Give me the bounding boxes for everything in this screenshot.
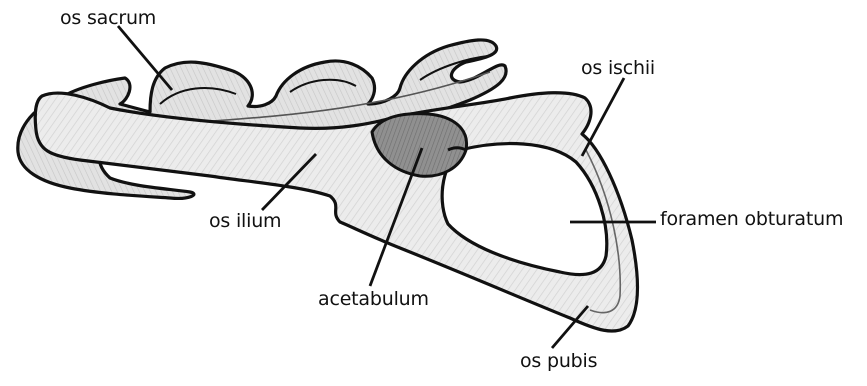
label-os-pubis: os pubis bbox=[520, 352, 597, 371]
label-os-ischii: os ischii bbox=[581, 59, 655, 78]
label-os-sacrum: os sacrum bbox=[60, 9, 156, 28]
label-os-ilium: os ilium bbox=[209, 212, 281, 231]
label-acetabulum: acetabulum bbox=[318, 290, 429, 309]
label-foramen-obturatum: foramen obturatum bbox=[660, 210, 843, 229]
